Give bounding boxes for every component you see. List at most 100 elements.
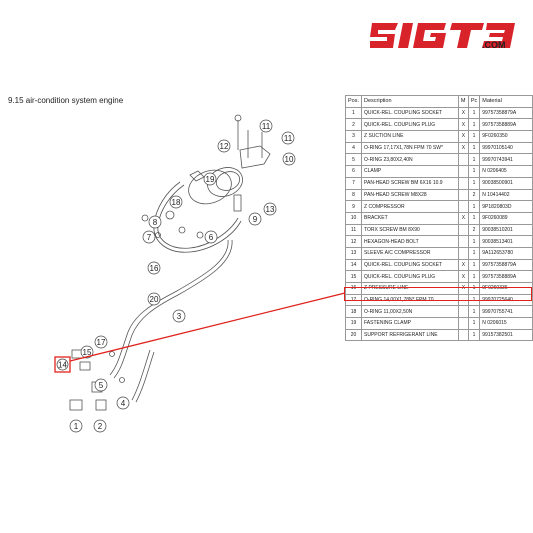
- cell-material: 99757358879A: [479, 258, 533, 272]
- svg-text:10: 10: [285, 155, 294, 164]
- cell-description: SUPPORT REFRIGERANT LINE: [361, 328, 459, 342]
- logo-com-suffix: .COM: [482, 40, 506, 50]
- callout-17: 17: [94, 335, 108, 349]
- header-m: M: [457, 95, 469, 108]
- cell-pos: 3: [344, 130, 363, 143]
- cell-material: 9P1820803D: [479, 200, 533, 213]
- callout-4: 4: [116, 396, 130, 410]
- cell-material: 99970743941: [479, 153, 533, 167]
- callout-12: 12: [217, 139, 231, 153]
- cell-m: [457, 328, 469, 342]
- cell-material: N 10414402: [479, 188, 533, 202]
- callout-18: 18: [169, 195, 183, 209]
- cell-pos: 19: [344, 317, 363, 330]
- cell-pos: 15: [344, 270, 363, 283]
- svg-text:16: 16: [150, 264, 159, 273]
- cell-pc: 1: [467, 165, 481, 178]
- cell-pos: 6: [344, 165, 363, 178]
- cell-m: [457, 165, 469, 178]
- cell-material: 99157382501: [479, 328, 533, 342]
- cell-pc: 1: [467, 153, 481, 167]
- cell-material: N 0206405: [479, 165, 533, 178]
- suction-line: [157, 184, 239, 249]
- callout-7: 7: [142, 230, 156, 244]
- cell-material: 99757358889A: [479, 270, 533, 283]
- cell-pos: 8: [344, 188, 363, 202]
- callout-11a: 11: [259, 119, 273, 133]
- cell-description: Z SUCTION LINE: [361, 130, 459, 143]
- svg-text:1: 1: [74, 422, 79, 431]
- cell-pos: 10: [344, 211, 363, 225]
- cell-m: X: [457, 118, 469, 132]
- svg-text:14: 14: [58, 361, 67, 370]
- cell-material: 99970105140: [479, 141, 533, 155]
- cell-pc: 1: [467, 106, 481, 120]
- callout-10: 10: [282, 152, 296, 166]
- cell-pc: 1: [467, 246, 481, 260]
- cell-pc: 1: [467, 130, 481, 143]
- cell-description: Z COMPRESSOR: [361, 200, 459, 213]
- svg-text:5: 5: [99, 381, 104, 390]
- cell-pc: 1: [467, 200, 481, 213]
- callout-8: 8: [148, 215, 162, 229]
- cell-pc: 1: [467, 305, 481, 319]
- cell-m: [457, 246, 469, 260]
- cell-m: X: [457, 141, 469, 155]
- svg-text:20: 20: [150, 295, 159, 304]
- cell-description: QUICK-REL. COUPLING PLUG: [361, 118, 459, 132]
- callout-2: 2: [93, 419, 107, 433]
- cell-material: 9F0260350: [479, 130, 533, 143]
- cell-description: FASTENING CLAMP: [361, 317, 459, 330]
- svg-text:17: 17: [97, 338, 106, 347]
- cell-pos: 20: [344, 328, 363, 342]
- cell-pos: 4: [344, 141, 363, 155]
- exploded-diagram: 1 2 3 4 5 6 7 8 9 10 11 11 12 13 15 16 1…: [54, 114, 296, 433]
- cell-description: CLAMP: [361, 165, 459, 178]
- callout-11b: 11: [281, 131, 295, 145]
- cell-description: QUICK-REL. COUPLING SOCKET: [361, 258, 459, 272]
- header-pc: Pc: [467, 95, 481, 108]
- callout-3: 3: [172, 309, 186, 323]
- header-material: Material: [479, 95, 533, 108]
- svg-text:7: 7: [147, 233, 152, 242]
- cell-pos: 7: [344, 176, 363, 190]
- cell-material: 90038510201: [479, 223, 533, 237]
- callout-14-highlighted: 14: [54, 356, 71, 373]
- callout-9: 9: [248, 212, 262, 226]
- svg-text:15: 15: [83, 348, 92, 357]
- svg-text:11: 11: [262, 122, 271, 131]
- svg-text:6: 6: [209, 233, 214, 242]
- cell-pos: 9: [344, 200, 363, 213]
- cell-m: [457, 200, 469, 213]
- cell-pc: 1: [467, 235, 481, 248]
- callout-1: 1: [69, 419, 83, 433]
- cell-m: [457, 235, 469, 248]
- svg-text:9: 9: [253, 215, 258, 224]
- cell-description: QUICK-REL. COUPLING SOCKET: [361, 106, 459, 120]
- cell-description: O-RING 23,80X2,40N: [361, 153, 459, 167]
- cell-m: [457, 188, 469, 202]
- cell-m: X: [457, 258, 469, 272]
- cell-pc: 1: [467, 211, 481, 225]
- svg-text:11: 11: [284, 134, 293, 143]
